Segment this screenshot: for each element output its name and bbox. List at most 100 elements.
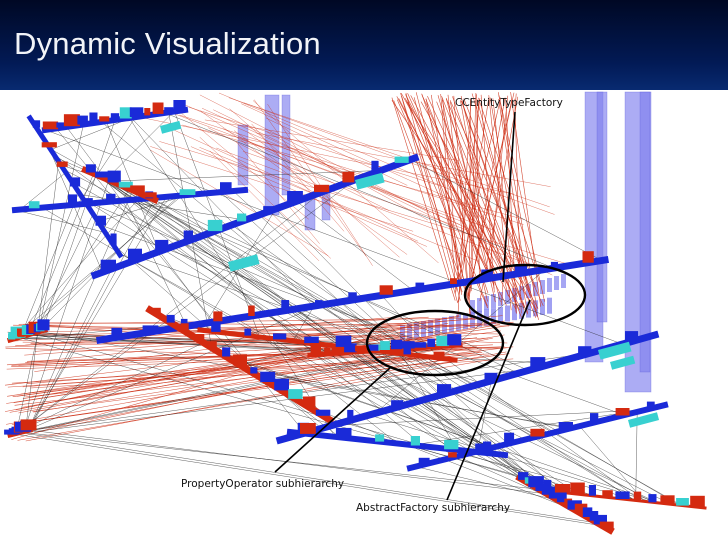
reference-line xyxy=(23,305,320,432)
call-line xyxy=(149,149,329,256)
class-box xyxy=(550,261,558,268)
property-operator-pointer-line xyxy=(274,367,391,473)
class-box xyxy=(99,116,110,122)
reference-line xyxy=(13,342,204,435)
class-box xyxy=(314,184,330,193)
reference-line xyxy=(12,195,183,340)
class-box xyxy=(556,490,567,503)
class-box xyxy=(237,213,247,222)
class-box xyxy=(250,367,258,374)
reference-line xyxy=(15,209,106,233)
class-box xyxy=(625,331,639,342)
class-box xyxy=(582,507,593,517)
call-line xyxy=(398,98,495,286)
class-box xyxy=(380,341,390,350)
reference-line xyxy=(129,117,336,437)
highlighted-class xyxy=(227,254,260,272)
cluster-bar xyxy=(477,298,482,312)
reference-line xyxy=(15,124,84,434)
call-line xyxy=(179,114,524,225)
cluster-bar xyxy=(407,323,412,340)
cluster-bar xyxy=(400,325,405,341)
call-line xyxy=(33,337,493,434)
reference-line xyxy=(275,208,413,349)
class-box xyxy=(77,115,88,125)
call-line xyxy=(404,98,523,284)
class-box xyxy=(331,347,347,354)
cc-entity-type-factory-label: CCEntityTypeFactory xyxy=(455,97,563,109)
class-box xyxy=(543,479,552,491)
class-box xyxy=(303,396,316,408)
call-line xyxy=(514,98,522,314)
abstract-factory-pointer-line xyxy=(446,299,531,501)
class-box xyxy=(129,107,144,117)
cluster-bar xyxy=(470,312,475,328)
cluster-bar xyxy=(547,297,552,314)
abstract-factory-subhierarchy-label: AbstractFactory subhierarchy xyxy=(356,502,511,514)
class-box xyxy=(130,185,145,193)
call-line xyxy=(30,337,489,344)
reference-line xyxy=(77,116,136,205)
call-line xyxy=(32,352,479,412)
class-box xyxy=(530,357,546,368)
class-box xyxy=(288,389,303,399)
call-line xyxy=(405,92,461,301)
class-boxes xyxy=(4,100,707,535)
class-box xyxy=(379,285,393,295)
class-box xyxy=(233,354,247,365)
class-box xyxy=(615,491,630,499)
call-line xyxy=(175,113,462,222)
class-box xyxy=(530,428,545,437)
class-box xyxy=(37,319,50,331)
class-box xyxy=(166,314,175,323)
class-box xyxy=(141,192,157,198)
reference-line xyxy=(27,268,113,431)
cluster-bar xyxy=(561,274,566,288)
class-box xyxy=(89,112,98,124)
class-box xyxy=(514,265,527,274)
call-line xyxy=(167,126,418,242)
class-box xyxy=(100,259,116,271)
reference-line xyxy=(18,337,590,496)
reference-line xyxy=(16,179,356,434)
reference-line xyxy=(97,194,189,222)
class-box xyxy=(676,498,689,506)
call-line xyxy=(400,92,458,304)
reference-line xyxy=(231,224,407,349)
reference-line xyxy=(106,111,175,180)
reference-line xyxy=(13,433,603,527)
reference-line xyxy=(20,192,80,338)
class-box xyxy=(207,219,223,232)
call-line xyxy=(4,322,449,412)
class-box xyxy=(41,142,57,148)
call-line xyxy=(254,99,367,257)
class-box xyxy=(582,251,594,263)
reference-line xyxy=(412,408,650,446)
call-line xyxy=(16,346,476,434)
reference-line xyxy=(296,201,414,291)
reference-line xyxy=(26,196,167,431)
annotation-overlay xyxy=(274,111,587,501)
class-box xyxy=(448,452,457,458)
cluster-bar xyxy=(547,278,552,292)
class-box xyxy=(20,419,37,431)
class-box xyxy=(483,441,492,454)
reference-line xyxy=(34,188,130,334)
cluster-bar xyxy=(498,306,503,323)
call-line xyxy=(21,324,501,408)
class-box xyxy=(401,341,415,349)
call-line xyxy=(209,150,320,262)
instance-column xyxy=(237,124,249,186)
reference-line xyxy=(21,431,540,490)
reference-line xyxy=(50,117,132,150)
class-box xyxy=(444,439,459,450)
cc-entity-pointer-line xyxy=(502,111,516,283)
class-box xyxy=(415,282,425,290)
class-box xyxy=(211,323,221,332)
class-box xyxy=(42,121,59,130)
reference-line xyxy=(410,159,603,261)
reference-line xyxy=(34,213,94,333)
call-line xyxy=(13,324,499,335)
class-box xyxy=(68,194,77,205)
reference-line xyxy=(118,252,584,515)
